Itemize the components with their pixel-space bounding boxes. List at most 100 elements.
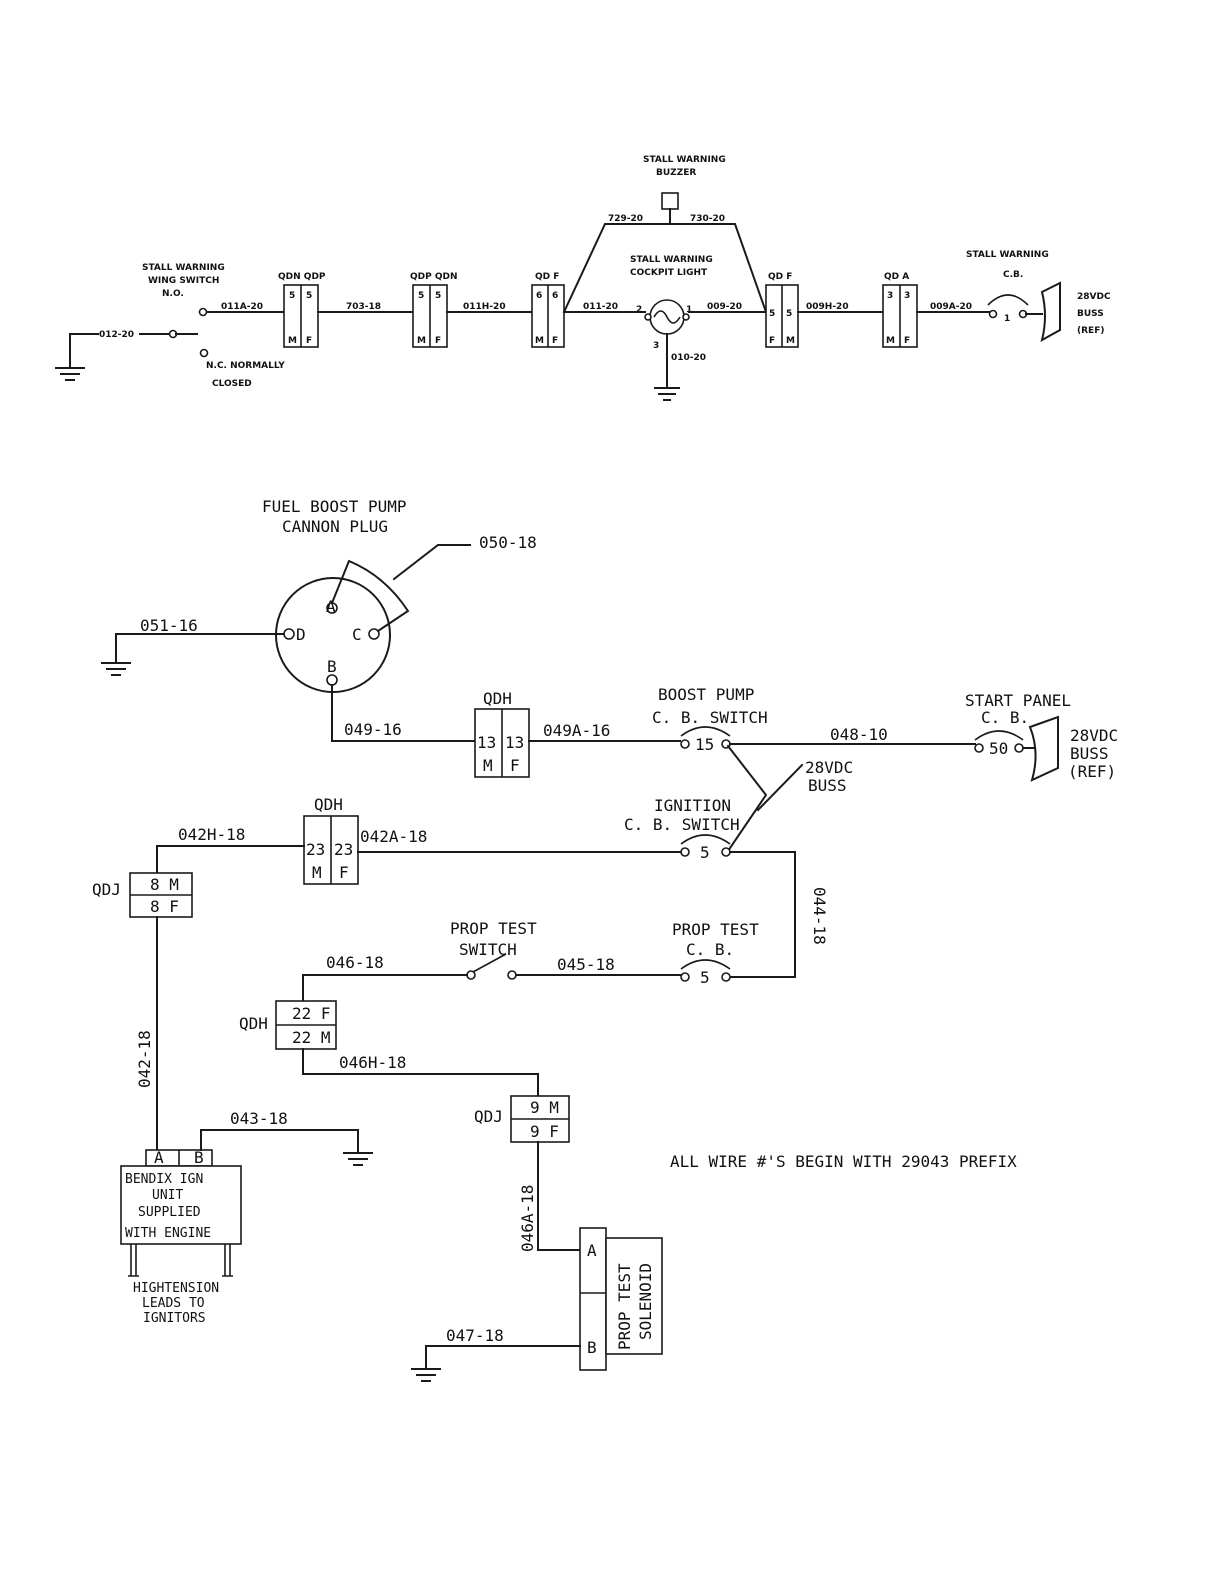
svg-text:28VDC: 28VDC [1070,726,1118,745]
svg-text:D: D [296,625,306,644]
wire-label: 046H-18 [339,1053,406,1072]
svg-text:8 M: 8 M [150,875,179,894]
svg-text:QDJ: QDJ [92,880,121,899]
svg-text:F: F [306,336,312,346]
svg-text:M: M [312,863,322,882]
connector-qdj-8: QDJ 8 M 8 F [92,872,193,918]
svg-text:13: 13 [505,733,524,752]
prop-test-switch: PROP TEST SWITCH [450,919,537,980]
fuel-boost-pump-cannon-plug: FUEL BOOST PUMP CANNON PLUG A D C B [262,497,471,693]
svg-text:PROP TEST: PROP TEST [450,919,537,938]
svg-text:BOOST PUMP: BOOST PUMP [658,685,754,704]
svg-text:SUPPLIED: SUPPLIED [138,1205,201,1220]
svg-text:UNIT: UNIT [152,1188,183,1203]
svg-text:28VDC: 28VDC [1077,292,1111,302]
svg-text:QDH: QDH [483,689,512,708]
wire-label: 049-16 [344,720,402,739]
wire-label: 049A-16 [543,721,610,740]
svg-text:BUSS: BUSS [1077,309,1104,319]
buss-label: 28VDC [805,758,853,777]
svg-text:QD F: QD F [535,272,559,282]
connector-qdh-23: QDH 23 23 M F [303,795,359,885]
svg-text:5: 5 [435,291,441,301]
svg-text:IGNITORS: IGNITORS [143,1311,206,1326]
svg-text:START PANEL: START PANEL [965,691,1071,710]
prop-test-cb: PROP TEST C. B. 5 [672,920,759,987]
svg-text:PROP TEST: PROP TEST [672,920,759,939]
svg-text:9 F: 9 F [530,1122,559,1141]
svg-text:C. B.: C. B. [686,940,734,959]
fuel-ignition-circuit: FUEL BOOST PUMP CANNON PLUG A D C B 050-… [92,497,1118,1382]
svg-text:COCKPIT LIGHT: COCKPIT LIGHT [630,268,708,278]
svg-text:22 F: 22 F [292,1004,331,1023]
svg-text:QDP QDN: QDP QDN [410,272,458,282]
wire-label: 012-20 [99,330,134,340]
start-panel-cb: START PANEL C. B. 50 [965,691,1071,758]
wire-prefix-note: ALL WIRE #'S BEGIN WITH 29043 PREFIX [670,1152,1017,1171]
svg-text:WITH ENGINE: WITH ENGINE [125,1226,211,1241]
buss-ref-bottom: 28VDC BUSS (REF) [1028,715,1118,782]
svg-text:5: 5 [700,968,710,987]
svg-text:6: 6 [552,291,558,301]
wire-label: 703-18 [346,302,381,312]
stall-warning-circuit: 012-20 STALL WARNING WING SWITCH N.O. N.… [55,155,1111,401]
svg-text:13: 13 [477,733,496,752]
svg-text:15: 15 [695,735,714,754]
svg-text:1: 1 [686,305,692,315]
hightension-label: HIGHTENSION [133,1281,219,1296]
wire-label: 730-20 [690,214,725,224]
svg-text:F: F [904,336,910,346]
svg-text:3: 3 [887,291,893,301]
svg-text:(REF): (REF) [1077,326,1104,336]
svg-text:QDN QDP: QDN QDP [278,272,326,282]
svg-text:5: 5 [700,843,710,862]
svg-text:BENDIX IGN: BENDIX IGN [125,1172,203,1187]
svg-text:F: F [552,336,558,346]
svg-text:A: A [326,597,336,616]
svg-text:PROP TEST: PROP TEST [615,1263,634,1350]
svg-text:C.B.: C.B. [1003,270,1023,280]
wire-label: 048-10 [830,725,888,744]
buss-ref-top: 28VDC BUSS (REF) [1040,281,1111,342]
svg-text:F: F [339,863,349,882]
nc-label: N.C. NORMALLY [206,361,285,371]
stall-warning-buzzer: STALL WARNING BUZZER [643,155,726,225]
svg-text:A: A [154,1148,164,1167]
svg-text:M: M [886,336,895,346]
svg-text:C. B. SWITCH: C. B. SWITCH [652,708,768,727]
wire-label: 047-18 [446,1326,504,1345]
svg-text:QDH: QDH [314,795,343,814]
wire-label: 009-20 [707,302,742,312]
svg-text:B: B [194,1148,204,1167]
wire-label: 011H-20 [463,302,506,312]
connector-qdn-qdp: QDN QDP 5 5 M F [278,272,326,348]
svg-text:STALL WARNING: STALL WARNING [966,250,1049,260]
svg-text:STALL WARNING: STALL WARNING [643,155,726,165]
wire-label: 729-20 [608,214,643,224]
svg-text:SWITCH: SWITCH [459,940,517,959]
svg-text:BUZZER: BUZZER [656,168,696,178]
svg-text:5: 5 [786,309,792,319]
svg-text:M: M [535,336,544,346]
svg-text:6: 6 [536,291,542,301]
svg-text:23: 23 [306,840,325,859]
svg-text:9 M: 9 M [530,1098,559,1117]
boost-pump-cb-switch: BOOST PUMP C. B. SWITCH 15 [652,685,768,754]
svg-text:5: 5 [418,291,424,301]
svg-text:M: M [288,336,297,346]
wire-label: 043-18 [230,1109,288,1128]
wire-label: 045-18 [557,955,615,974]
svg-text:5: 5 [769,309,775,319]
svg-text:3: 3 [904,291,910,301]
wing-switch-label: STALL WARNING [142,263,225,273]
svg-text:LEADS TO: LEADS TO [142,1296,205,1311]
wire-label: 009A-20 [930,302,972,312]
svg-text:WING SWITCH: WING SWITCH [148,276,219,286]
connector-qdj-9: QDJ 9 M 9 F [474,1095,570,1143]
svg-text:C. B. SWITCH: C. B. SWITCH [624,815,740,834]
svg-text:QDJ: QDJ [474,1107,503,1126]
svg-text:3: 3 [653,341,659,351]
svg-text:QD A: QD A [884,272,909,282]
